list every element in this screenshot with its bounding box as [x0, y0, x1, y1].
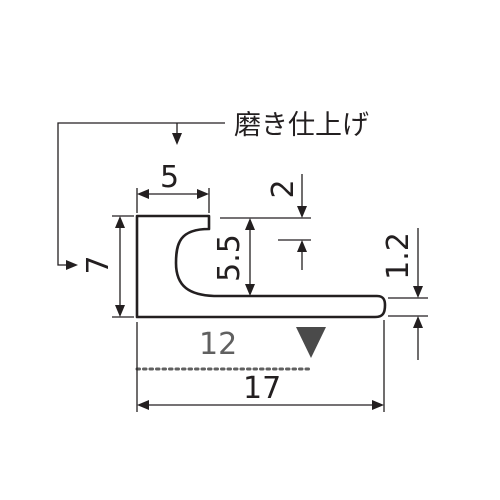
dim-slot-depth-label: 5.5 [212, 234, 247, 282]
dim-total-length [136, 320, 385, 412]
finish-leader [57, 122, 225, 270]
dim-lip-thickness [278, 174, 311, 270]
dim-base-thickness [388, 228, 428, 360]
dim-top-width-label: 5 [160, 160, 179, 195]
dim-height-label: 7 [81, 255, 116, 274]
dim-inner-length [135, 327, 326, 371]
dim-top-width [136, 188, 210, 213]
dim-lip-thickness-label: 2 [266, 179, 301, 198]
trim-profile [135, 214, 387, 319]
dim-height [112, 215, 134, 318]
finish-note: 磨き仕上げ [234, 110, 369, 141]
dim-base-thickness-label: 1.2 [381, 232, 416, 280]
dim-total-length-label: 17 [243, 371, 281, 406]
marker-triangle-icon [296, 327, 326, 358]
dim-inner-length-label: 12 [199, 327, 237, 362]
dim-slot-depth [220, 217, 311, 297]
